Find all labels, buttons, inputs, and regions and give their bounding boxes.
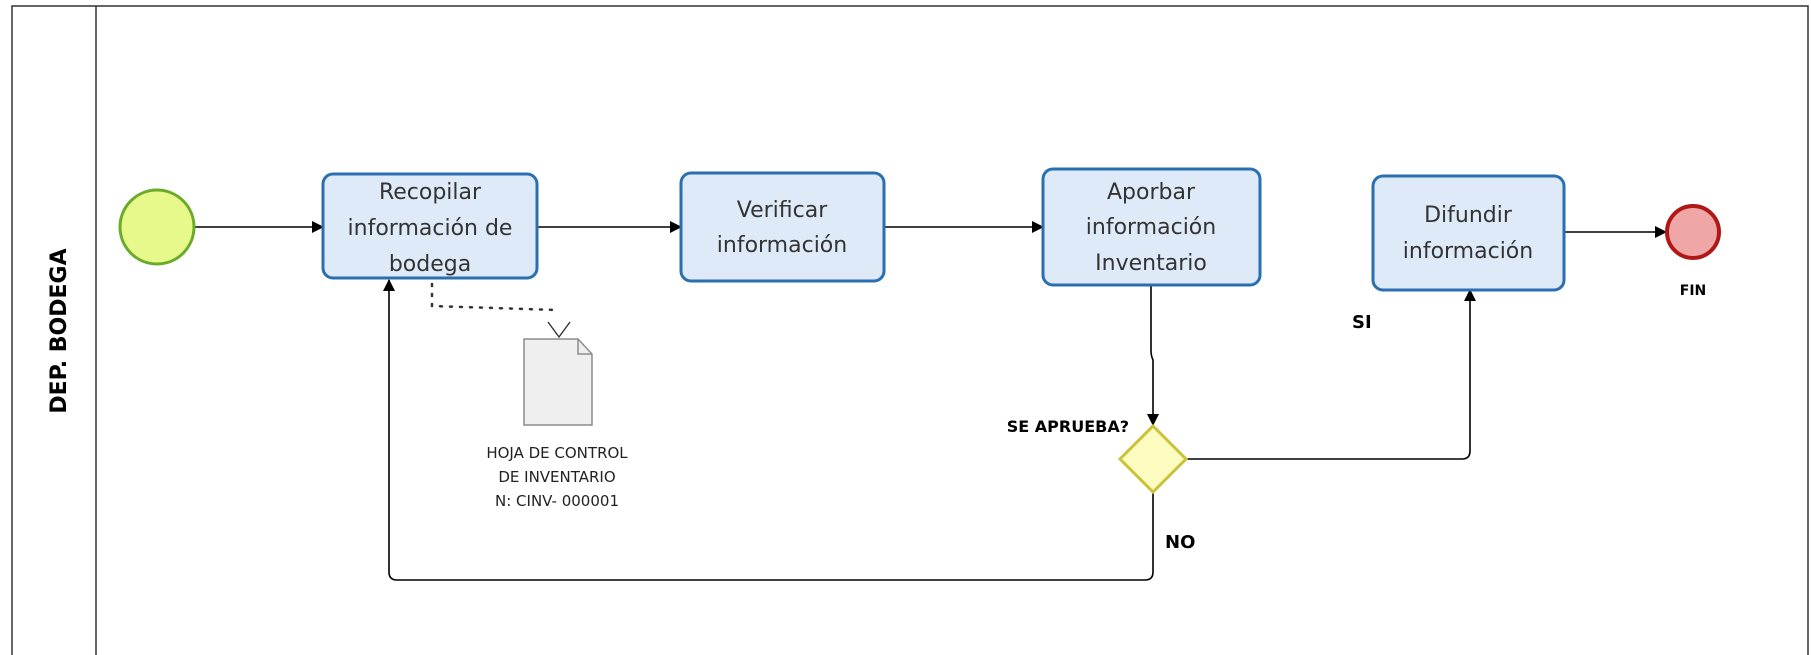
gateway-no-label: NO xyxy=(1165,532,1195,553)
end-event[interactable] xyxy=(1665,204,1721,260)
flow-gateway-yes[interactable] xyxy=(1186,289,1476,460)
task-recopilar-line-3: bodega xyxy=(389,252,471,277)
data-association xyxy=(430,282,558,312)
document-label-line-1: HOJA DE CONTROL xyxy=(486,444,628,462)
task-recopilar-line-1: Recopilar xyxy=(379,180,482,205)
task-recopilar-line-2: información de xyxy=(348,216,513,241)
lane-label: DEP. BODEGA xyxy=(47,248,72,413)
gateway-label: SE APRUEBA? xyxy=(1007,417,1129,436)
start-event[interactable] xyxy=(118,188,196,266)
task-verificar-line-1: Verificar xyxy=(737,198,828,223)
task-recopilar[interactable]: Recopilar información de bodega xyxy=(321,172,539,280)
task-aprobar[interactable]: Aporbar información Inventario xyxy=(1041,167,1262,287)
flow-gateway-no[interactable] xyxy=(383,279,1154,581)
task-verificar[interactable]: Verificar información xyxy=(679,171,886,283)
task-aprobar-line-1: Aporbar xyxy=(1107,180,1196,205)
task-aprobar-line-3: Inventario xyxy=(1095,251,1207,276)
flow-aprobar-to-gateway[interactable] xyxy=(1147,285,1159,426)
task-difundir-line-2: información xyxy=(1403,239,1533,264)
end-event-label: FIN xyxy=(1680,283,1707,299)
document-label-line-2: DE INVENTARIO xyxy=(498,468,615,486)
gateway-yes-label: SI xyxy=(1352,312,1372,333)
exclusive-gateway[interactable] xyxy=(1117,423,1189,495)
document-icon[interactable] xyxy=(523,338,593,426)
task-verificar-line-2: información xyxy=(717,233,847,258)
task-aprobar-line-2: información xyxy=(1086,215,1216,240)
data-association-arrowhead xyxy=(547,321,571,339)
task-difundir-line-1: Difundir xyxy=(1424,203,1513,228)
document-label-line-3: N: CINV- 000001 xyxy=(495,492,619,510)
pool-frame xyxy=(11,5,1809,655)
task-difundir[interactable]: Difundir información xyxy=(1371,174,1566,292)
